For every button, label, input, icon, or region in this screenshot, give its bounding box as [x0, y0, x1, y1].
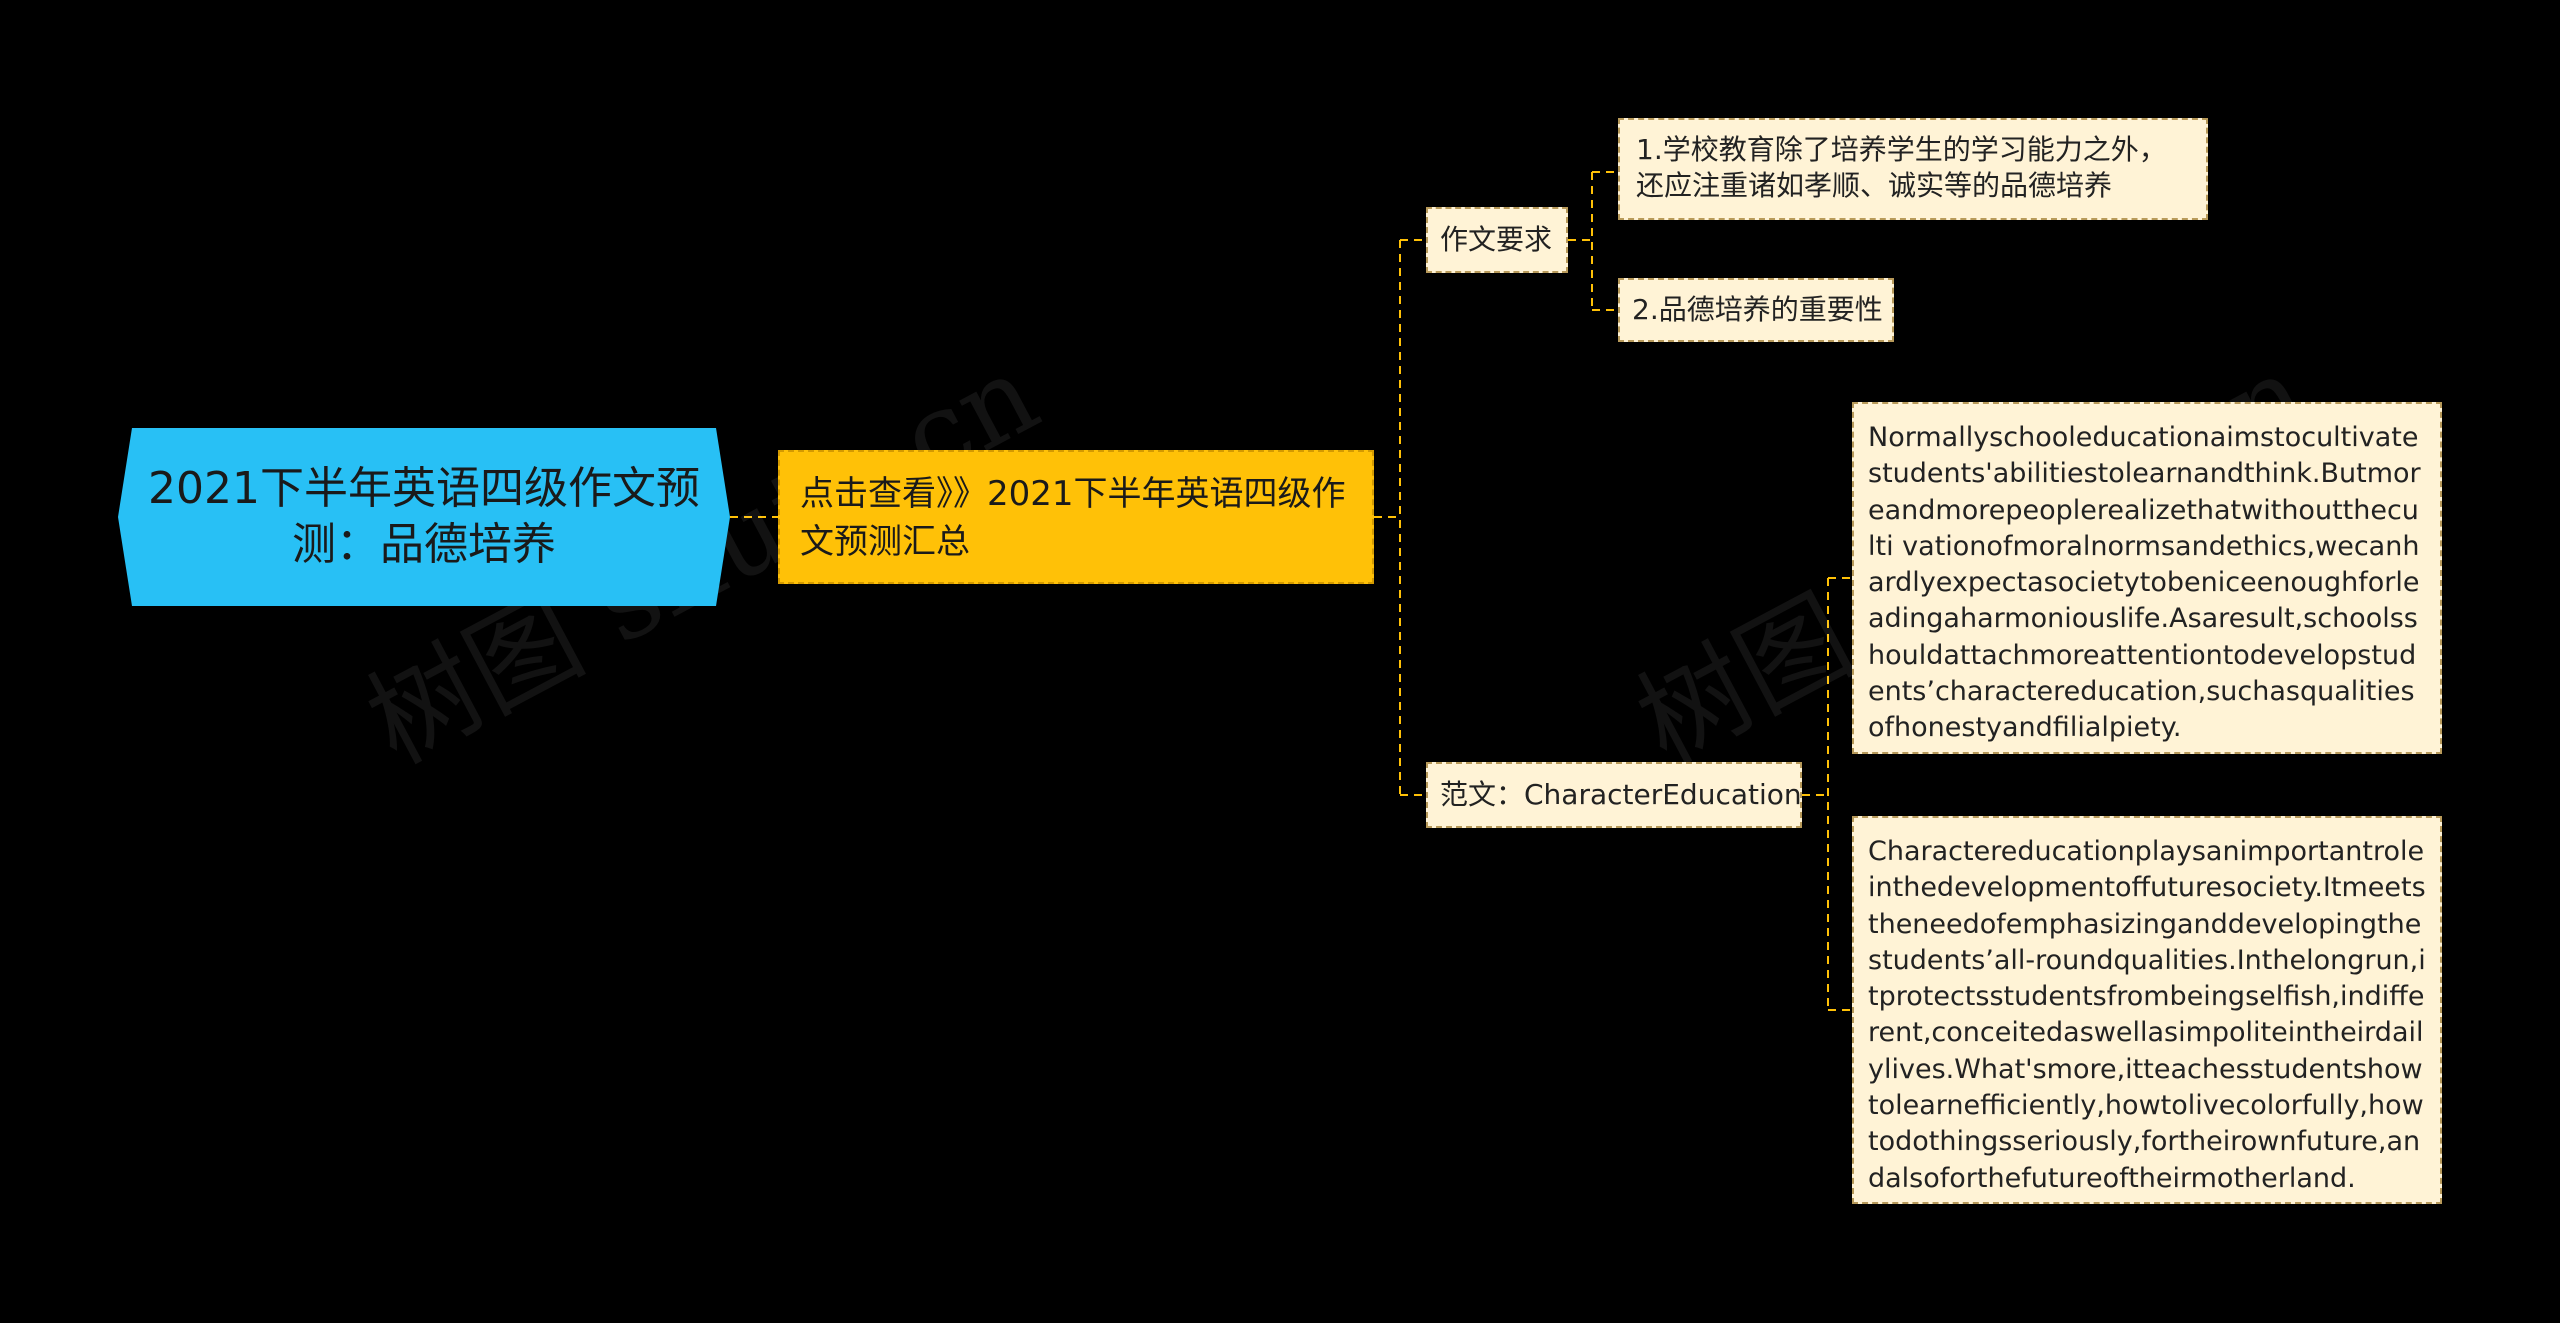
summary-link-node[interactable]: 点击查看》》2021下半年英语四级作文预测汇总	[778, 450, 1374, 584]
root-topic-label: 2021下半年英语四级作文预测：品德培养	[148, 463, 700, 570]
summary-link-label: 点击查看》》2021下半年英语四级作文预测汇总	[800, 474, 1346, 562]
sample-paragraph-1-text: Normallyschooleducationaimstocultivatest…	[1868, 422, 2421, 744]
root-topic-node[interactable]: 2021下半年英语四级作文预测：品德培养	[118, 428, 730, 606]
sample-essay-node[interactable]: 范文：CharacterEducation	[1426, 762, 1802, 828]
sample-essay-label: 范文：CharacterEducation	[1440, 778, 1802, 811]
requirement-item-2[interactable]: 2.品德培养的重要性	[1618, 278, 1894, 342]
sample-paragraph-1[interactable]: Normallyschooleducationaimstocultivatest…	[1852, 402, 2442, 754]
requirement-item-1[interactable]: 1.学校教育除了培养学生的学习能力之外，还应注重诸如孝顺、诚实等的品德培养	[1618, 118, 2208, 220]
requirements-label: 作文要求	[1440, 223, 1553, 256]
requirements-node[interactable]: 作文要求	[1426, 207, 1568, 273]
requirement-item-1-text: 1.学校教育除了培养学生的学习能力之外，还应注重诸如孝顺、诚实等的品德培养	[1636, 133, 2167, 202]
requirement-item-2-text: 2.品德培养的重要性	[1632, 293, 1883, 326]
sample-paragraph-2[interactable]: Charactereducationplaysanimportantrolein…	[1852, 816, 2442, 1204]
sample-paragraph-2-text: Charactereducationplaysanimportantrolein…	[1868, 836, 2426, 1194]
